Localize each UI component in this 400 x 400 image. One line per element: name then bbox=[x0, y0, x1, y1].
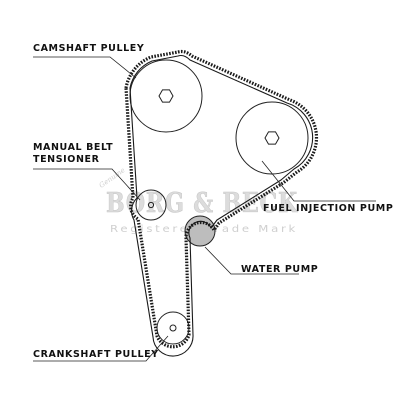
tensioner-bolt-icon bbox=[147, 201, 155, 209]
label-crankshaft-pulley: CRANKSHAFT PULLEY bbox=[33, 349, 159, 360]
camshaft-hex-nut-icon bbox=[158, 89, 174, 103]
labels: CAMSHAFT PULLEY MANUAL BELT TENSIONER FU… bbox=[33, 43, 393, 360]
crankshaft-bolt-icon bbox=[169, 324, 177, 332]
fuel-injection-pump-pulley bbox=[235, 101, 309, 175]
label-fuel-injection-pump: FUEL INJECTION PUMP bbox=[263, 203, 393, 214]
label-manual-belt-tensioner-line2: TENSIONER bbox=[33, 154, 100, 165]
fuel-pump-pulley-rim bbox=[235, 101, 309, 175]
leader-lines bbox=[33, 56, 376, 362]
crankshaft-pulley-rim bbox=[156, 311, 190, 345]
tensioner-pulley-rim bbox=[135, 189, 167, 221]
tensioner-leader bbox=[33, 168, 141, 201]
water-pump-leader bbox=[204, 246, 299, 275]
crankshaft-leader bbox=[33, 335, 169, 362]
fuel-pump-hex-nut-icon bbox=[264, 131, 280, 145]
label-manual-belt-tensioner-line1: MANUAL BELT bbox=[33, 142, 113, 153]
label-camshaft-pulley: CAMSHAFT PULLEY bbox=[33, 43, 144, 54]
label-water-pump: WATER PUMP bbox=[241, 264, 318, 275]
camshaft-pulley-rim bbox=[129, 59, 203, 133]
timing-belt-teeth bbox=[124, 49, 319, 349]
crankshaft-pulley bbox=[156, 311, 190, 345]
camshaft-pulley bbox=[129, 59, 203, 133]
camshaft-leader bbox=[33, 56, 137, 79]
timing-belt-back bbox=[129, 54, 314, 357]
manual-belt-tensioner-pulley bbox=[135, 189, 167, 221]
watermark-brand: BORG & BECK bbox=[106, 188, 298, 219]
timing-belt bbox=[124, 49, 319, 357]
fuel-pump-leader bbox=[261, 160, 376, 202]
